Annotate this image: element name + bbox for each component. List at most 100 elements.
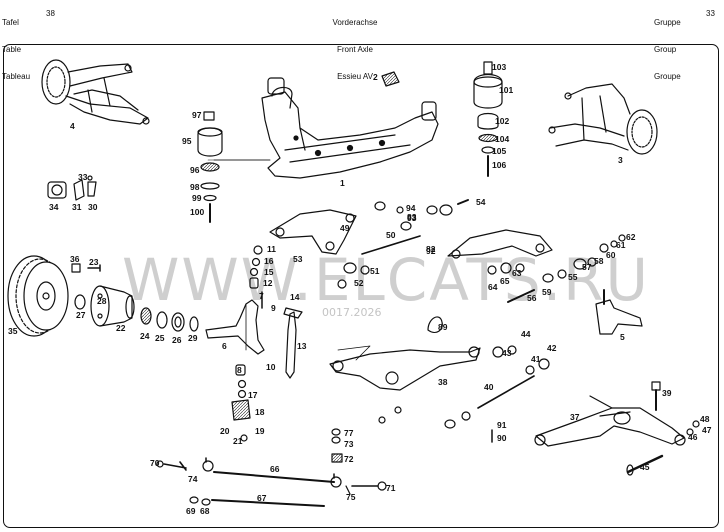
part-number-49: 49 <box>340 223 350 233</box>
part-2-shape <box>381 71 400 87</box>
part-number-95: 95 <box>182 136 192 146</box>
part-number-31: 31 <box>72 202 82 212</box>
part-number-29: 29 <box>188 333 198 343</box>
part-number-74: 74 <box>188 474 198 484</box>
header-right-labels: Gruppe Group Groupe <box>654 0 681 90</box>
part-number-41: 41 <box>531 354 541 364</box>
part-number-77: 77 <box>344 428 354 438</box>
header-center-labels: Vorderachse Front Axle Essieu AV <box>330 0 380 90</box>
part-number-105: 105 <box>492 146 506 156</box>
part-number-58: 58 <box>594 256 604 266</box>
part-number-23: 23 <box>89 257 99 267</box>
suspension-assembly-right <box>548 83 658 155</box>
part-number-24: 24 <box>140 331 150 341</box>
part-number-33: 33 <box>78 172 88 182</box>
part-number-labels: 1 2 3 4 5 6 7 8 9 10 11 12 13 14 15 16 1… <box>8 62 712 516</box>
part-number-5: 5 <box>620 332 625 342</box>
group-number: 33 <box>706 9 715 18</box>
part-number-73: 73 <box>344 439 354 449</box>
part-number-20: 20 <box>220 426 230 436</box>
part-number-53: 53 <box>293 254 303 264</box>
part-number-62: 62 <box>626 232 636 242</box>
front-axle-crossmember <box>261 77 439 179</box>
part-number-82: 82 <box>426 244 436 254</box>
part-number-61: 61 <box>616 240 626 250</box>
upper-wishbone-right <box>447 229 553 259</box>
part-number-30: 30 <box>88 202 98 212</box>
part-number-93: 93 <box>407 213 417 223</box>
steering-knuckle-right <box>595 289 643 335</box>
part-number-56: 56 <box>527 293 537 303</box>
part-number-7: 7 <box>259 291 264 301</box>
part-number-55: 55 <box>568 272 578 282</box>
part-number-17: 17 <box>248 390 258 400</box>
suspension-assembly-left <box>41 59 150 125</box>
lower-wishbone <box>329 346 481 391</box>
part-number-46: 46 <box>688 432 698 442</box>
part-number-11a: 11 <box>267 244 276 254</box>
header-left-fr: Tableau <box>2 72 31 81</box>
part-number-44: 44 <box>521 329 531 339</box>
part-number-34: 34 <box>49 202 59 212</box>
part-number-70: 70 <box>150 458 160 468</box>
watermark-code: 0017.2026 <box>322 306 382 319</box>
part-number-35: 35 <box>8 326 18 336</box>
part-number-2: 2 <box>373 72 378 82</box>
steering-knuckle <box>205 299 265 355</box>
header-left-de: Tafel <box>2 18 19 27</box>
part-number-4: 4 <box>70 121 75 131</box>
part-number-10: 10 <box>266 362 276 372</box>
part-number-45: 45 <box>640 462 650 472</box>
rubber-mount-stack-right <box>473 61 503 177</box>
part-number-104: 104 <box>495 134 509 144</box>
part-number-42: 42 <box>547 343 557 353</box>
part-number-67: 67 <box>257 493 267 503</box>
part-number-83: 83 <box>407 212 417 222</box>
part-number-64: 64 <box>488 282 498 292</box>
part-number-72: 72 <box>344 454 354 464</box>
part-number-9: 9 <box>271 303 276 313</box>
part-number-26: 26 <box>172 335 182 345</box>
part-number-103: 103 <box>492 62 506 72</box>
part-number-52: 52 <box>354 278 364 288</box>
header-center-de: Vorderachse <box>332 18 378 27</box>
part-number-15: 15 <box>264 267 274 277</box>
small-parts-cluster-left <box>47 175 97 201</box>
part-number-16: 16 <box>264 256 274 266</box>
part-number-98: 98 <box>190 182 200 192</box>
header-left-labels: Tafel Table Tableau <box>2 0 30 90</box>
part-number-51: 51 <box>370 266 380 276</box>
part-number-36: 36 <box>70 254 80 264</box>
part-number-99: 99 <box>192 193 202 203</box>
header-right-en: Group <box>654 45 677 54</box>
part-number-8: 8 <box>237 365 242 375</box>
part-number-65: 65 <box>500 276 510 286</box>
header-center-en: Front Axle <box>336 45 373 54</box>
part-number-14: 14 <box>290 292 300 302</box>
part-number-19: 19 <box>255 426 265 436</box>
part-number-13: 13 <box>297 341 307 351</box>
part-number-3: 3 <box>618 155 623 165</box>
part-number-101: 101 <box>499 85 513 95</box>
king-pin-stack <box>231 245 263 442</box>
bump-rubber <box>427 316 443 334</box>
part-number-37: 37 <box>570 412 580 422</box>
part-number-21: 21 <box>233 436 243 446</box>
part-number-96: 96 <box>190 165 200 175</box>
part-number-68: 68 <box>200 506 210 516</box>
part-number-100: 100 <box>190 207 204 217</box>
part-number-71: 71 <box>386 483 396 493</box>
part-number-39: 39 <box>662 388 672 398</box>
brake-drum <box>7 255 69 337</box>
part-number-18: 18 <box>255 407 265 417</box>
part-number-75: 75 <box>346 492 356 502</box>
part-number-106: 106 <box>492 160 506 170</box>
header-center-fr: Essieu AV <box>337 72 373 81</box>
part-number-91: 91 <box>497 420 507 430</box>
drawing-frame <box>3 44 719 528</box>
part-number-69: 69 <box>186 506 196 516</box>
tie-rods <box>202 457 342 507</box>
steering-arm <box>285 311 297 379</box>
header-right-de: Gruppe <box>654 18 681 27</box>
